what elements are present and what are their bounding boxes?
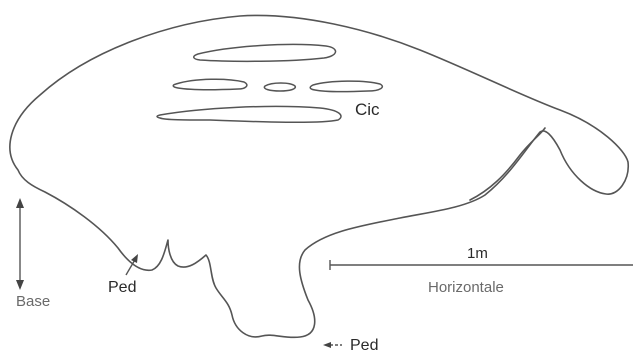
inner-ridge bbox=[470, 128, 545, 200]
base-arrow-bottom bbox=[16, 280, 24, 290]
label-base: Base bbox=[16, 293, 50, 310]
label-horizontal: Horizontale bbox=[428, 279, 504, 296]
inclusion-mid-right bbox=[310, 81, 382, 92]
inclusion-long bbox=[157, 106, 341, 122]
inclusion-top bbox=[194, 44, 336, 61]
ped-bottom-arrowhead bbox=[323, 342, 331, 348]
inclusion-mid-left bbox=[173, 79, 247, 89]
base-arrow-top bbox=[16, 198, 24, 208]
label-ped-left: Ped bbox=[108, 279, 136, 296]
inclusion-mid-small bbox=[264, 83, 295, 91]
label-cic: Cic bbox=[355, 100, 380, 119]
label-scale-length: 1m bbox=[467, 245, 488, 262]
body-outline bbox=[10, 15, 628, 337]
label-ped-bottom: Ped bbox=[350, 337, 378, 352]
ped-left-arrowhead bbox=[131, 254, 138, 263]
